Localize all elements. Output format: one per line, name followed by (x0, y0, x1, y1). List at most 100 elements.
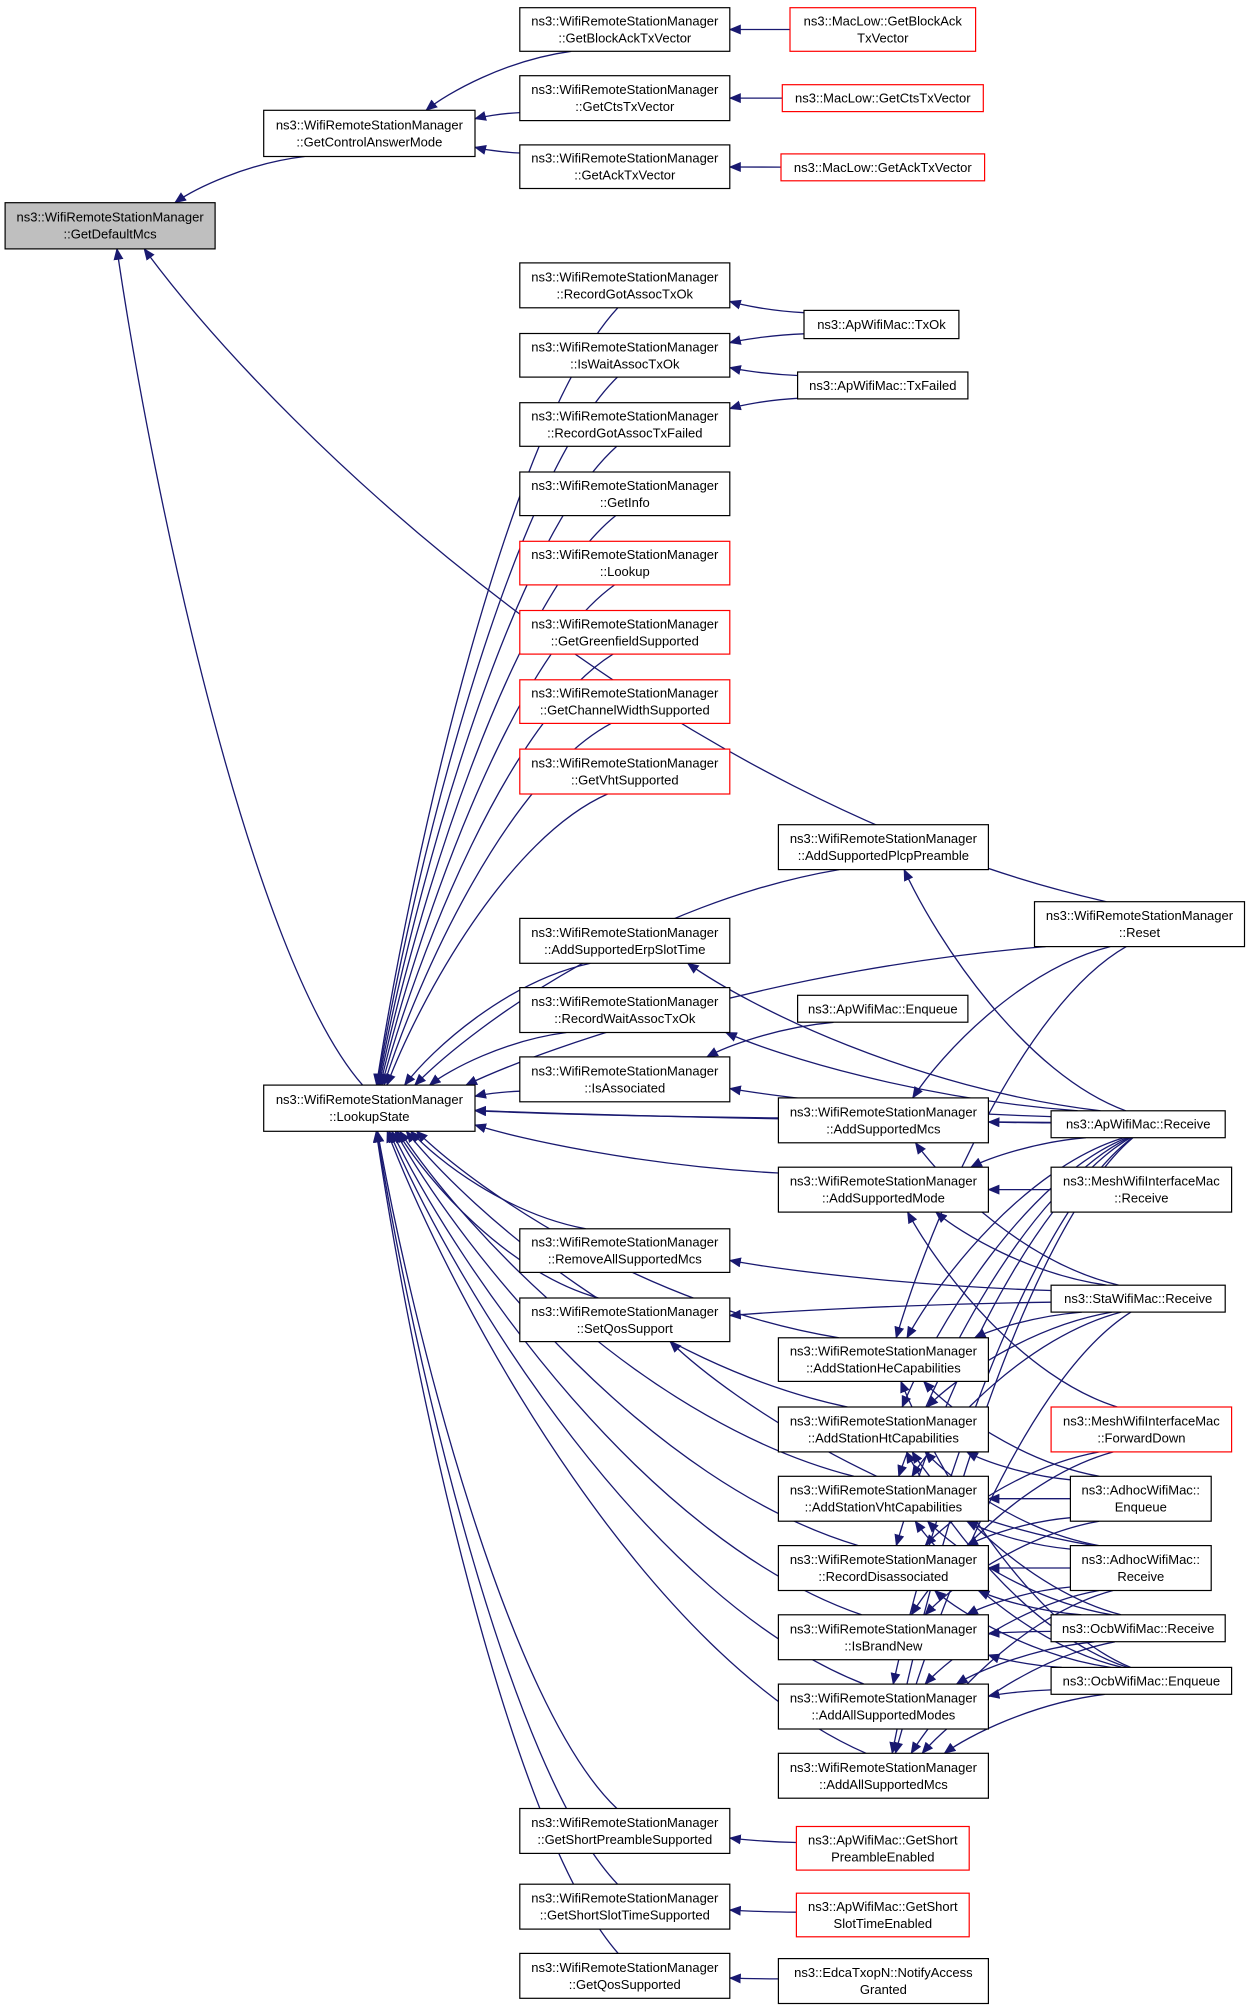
node-ibn[interactable]: ns3::WifiRemoteStationManager::IsBrandNe… (777, 1614, 990, 1661)
node-box (519, 7, 731, 52)
node-adhenq[interactable]: ns3::AdhocWifiMac::Enqueue (1069, 1475, 1212, 1522)
node-box (1050, 1110, 1226, 1139)
node-aasmo[interactable]: ns3::WifiRemoteStationManager::AddAllSup… (777, 1683, 990, 1730)
node-layer: ns3::WifiRemoteStationManager::GetDefaul… (4, 7, 1246, 2005)
node-aprecv[interactable]: ns3::ApWifiMac::Receive (1050, 1110, 1226, 1139)
node-rgatf[interactable]: ns3::WifiRemoteStationManager::RecordGot… (519, 402, 731, 447)
node-mlba[interactable]: ns3::MacLow::GetBlockAckTxVector (789, 7, 977, 52)
edge-aprecv-to-asmcs (987, 1117, 1052, 1128)
node-gqs[interactable]: ns3::WifiRemoteStationManager::GetQosSup… (519, 1952, 731, 1999)
node-label: ns3::WifiRemoteStationManager (531, 686, 719, 701)
node-aptxf[interactable]: ns3::ApWifiMac::TxFailed (796, 371, 969, 400)
node-lookup[interactable]: ns3::WifiRemoteStationManager::Lookup (519, 540, 731, 586)
node-starx[interactable]: ns3::StaWifiMac::Receive (1050, 1284, 1226, 1313)
node-box (777, 1614, 990, 1661)
node-gctv[interactable]: ns3::WifiRemoteStationManager::GetCtsTxV… (519, 75, 731, 122)
node-ocbrx[interactable]: ns3::OcbWifiMac::Receive (1050, 1614, 1226, 1643)
node-box (519, 1883, 731, 1930)
node-label: ns3::MacLow::GetAckTxVector (794, 160, 972, 175)
edge-adhenq-to-asht (965, 1451, 1071, 1481)
node-ls[interactable]: ns3::WifiRemoteStationManager::LookupSta… (263, 1084, 476, 1132)
node-rgat[interactable]: ns3::WifiRemoteStationManager::RecordGot… (519, 262, 731, 309)
node-asvht[interactable]: ns3::WifiRemoteStationManager::AddStatio… (777, 1475, 990, 1522)
node-rdis[interactable]: ns3::WifiRemoteStationManager::RecordDis… (777, 1544, 990, 1592)
node-apenq[interactable]: ns3::ApWifiMac::Enqueue (796, 994, 969, 1023)
node-label: ::GetDefaultMcs (63, 227, 157, 242)
node-gsps[interactable]: ns3::WifiRemoteStationManager::GetShortP… (519, 1807, 731, 1855)
node-label: ns3::WifiRemoteStationManager (531, 1304, 719, 1319)
node-label: ns3::WifiRemoteStationManager (790, 1760, 978, 1775)
edge-ocbrx-to-aasmo (955, 1641, 1095, 1685)
edge-ocbrx-to-ibn (987, 1627, 1052, 1638)
node-box (1069, 1475, 1212, 1522)
node-label: ::GetInfo (600, 495, 650, 510)
node-label: ns3::AdhocWifiMac:: (1082, 1552, 1201, 1567)
node-ginfo[interactable]: ns3::WifiRemoteStationManager::GetInfo (519, 471, 731, 517)
node-label: ns3::WifiRemoteStationManager (531, 269, 719, 284)
node-meshfd[interactable]: ns3::MeshWifiInterfaceMac::ForwardDown (1050, 1406, 1233, 1453)
node-label: ::AddAllSupportedModes (811, 1708, 955, 1723)
node-box (519, 332, 731, 378)
node-box (777, 1544, 990, 1592)
node-ggs[interactable]: ns3::WifiRemoteStationManager::GetGreenf… (519, 609, 731, 655)
node-gcws[interactable]: ns3::WifiRemoteStationManager::GetChanne… (519, 679, 731, 724)
node-box (789, 7, 977, 52)
node-label: ::GetShortPreambleSupported (537, 1832, 712, 1847)
node-box (777, 1097, 990, 1144)
node-label: ::SetQosSupport (577, 1321, 673, 1336)
node-mlack[interactable]: ns3::MacLow::GetAckTxVector (780, 153, 986, 182)
edge-isa-to-ls (474, 1088, 520, 1099)
edge-reset-to-asmcs (912, 945, 1111, 1099)
edge-meshfd-to-rdis (924, 1451, 1100, 1547)
node-gssts[interactable]: ns3::WifiRemoteStationManager::GetShortS… (519, 1883, 731, 1930)
node-gcam[interactable]: ns3::WifiRemoteStationManager::GetContro… (263, 109, 476, 158)
node-gvs[interactable]: ns3::WifiRemoteStationManager::GetVhtSup… (519, 748, 731, 795)
edge-aasmc-to-ls (386, 1130, 867, 1754)
node-asest[interactable]: ns3::WifiRemoteStationManager::AddSuppor… (519, 917, 731, 964)
node-gdm[interactable]: ns3::WifiRemoteStationManager::GetDefaul… (4, 202, 216, 250)
node-label: ns3::WifiRemoteStationManager (790, 1621, 978, 1636)
node-aptxok[interactable]: ns3::ApWifiMac::TxOk (803, 309, 960, 340)
node-label: SlotTimeEnabled (834, 1916, 933, 1931)
node-iwat[interactable]: ns3::WifiRemoteStationManager::IsWaitAss… (519, 332, 731, 378)
node-ocbenq[interactable]: ns3::OcbWifiMac::Enqueue (1050, 1666, 1233, 1695)
node-rwat[interactable]: ns3::WifiRemoteStationManager::RecordWai… (519, 986, 731, 1034)
node-aasmc[interactable]: ns3::WifiRemoteStationManager::AddAllSup… (777, 1752, 990, 1799)
node-gatv[interactable]: ns3::WifiRemoteStationManager::GetAckTxV… (519, 144, 731, 190)
node-asmode[interactable]: ns3::WifiRemoteStationManager::AddSuppor… (777, 1166, 990, 1213)
edge-gcam-to-gdm (174, 155, 305, 204)
node-box (795, 1892, 970, 1938)
node-label: ::AddStationVhtCapabilities (805, 1500, 963, 1515)
edge-aptxf-to-rgatf (728, 397, 798, 411)
node-box (796, 994, 969, 1023)
node-rasm[interactable]: ns3::WifiRemoteStationManager::RemoveAll… (519, 1228, 731, 1274)
node-box (795, 1825, 970, 1871)
node-box (263, 1084, 476, 1132)
node-label: ns3::WifiRemoteStationManager (531, 1235, 719, 1250)
node-label: ns3::WifiRemoteStationManager (531, 994, 719, 1009)
node-sqs[interactable]: ns3::WifiRemoteStationManager::SetQosSup… (519, 1297, 731, 1343)
node-label: ::GetAckTxVector (574, 168, 676, 183)
node-asmcs[interactable]: ns3::WifiRemoteStationManager::AddSuppor… (777, 1097, 990, 1144)
node-gbatv[interactable]: ns3::WifiRemoteStationManager::GetBlockA… (519, 7, 731, 52)
node-mlcts[interactable]: ns3::MacLow::GetCtsTxVector (781, 84, 984, 113)
node-meshrx[interactable]: ns3::MeshWifiInterfaceMac::Receive (1050, 1166, 1233, 1213)
node-label: ns3::WifiRemoteStationManager (790, 1414, 978, 1429)
edge-adhrx-to-aasmc (910, 1589, 1114, 1755)
node-label: ns3::ApWifiMac::GetShort (808, 1899, 958, 1914)
node-box (1050, 1284, 1226, 1313)
node-box (777, 1752, 990, 1799)
node-adhrx[interactable]: ns3::AdhocWifiMac::Receive (1069, 1544, 1212, 1592)
node-asht[interactable]: ns3::WifiRemoteStationManager::AddStatio… (777, 1406, 990, 1453)
node-box (1050, 1614, 1226, 1643)
node-label: ns3::WifiRemoteStationManager (276, 117, 464, 132)
node-ashe[interactable]: ns3::WifiRemoteStationManager::AddStatio… (777, 1337, 990, 1383)
node-label: ::ForwardDown (1097, 1431, 1185, 1446)
node-isa[interactable]: ns3::WifiRemoteStationManager::IsAssocia… (519, 1056, 731, 1103)
node-aspp[interactable]: ns3::WifiRemoteStationManager::AddSuppor… (777, 824, 990, 871)
node-box (1069, 1544, 1212, 1592)
node-reset[interactable]: ns3::WifiRemoteStationManager::Reset (1033, 901, 1246, 948)
